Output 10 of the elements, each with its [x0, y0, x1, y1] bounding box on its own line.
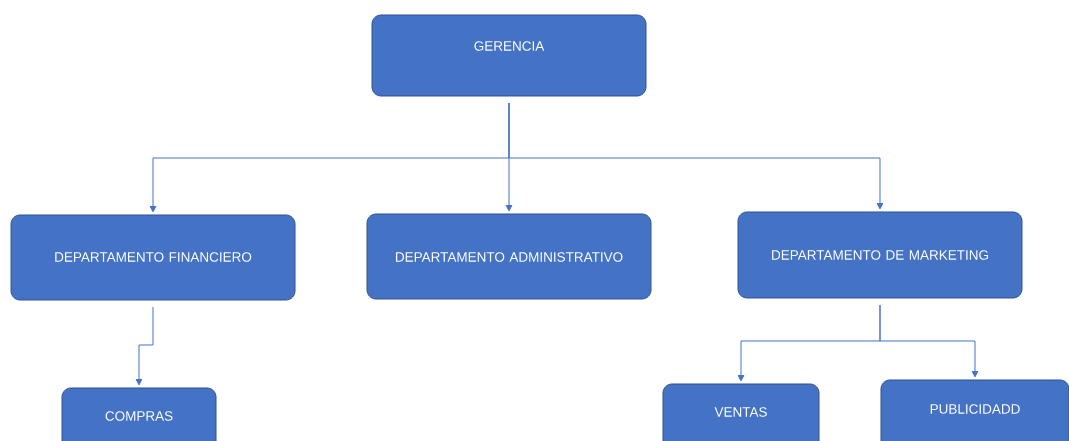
box: COMPRAS — [61, 387, 217, 441]
box: PUBLICIDADD — [880, 379, 1069, 441]
box: DEPARTAMENTO FINANCIERO — [10, 214, 296, 301]
box: DEPARTAMENTO ADMINISTRATIVO — [366, 213, 652, 300]
box: GERENCIA — [371, 14, 647, 97]
connector-arrow — [135, 306, 154, 386]
connector-arrow — [508, 102, 884, 210]
box: VENTAS — [662, 383, 820, 441]
connector-arrow — [879, 304, 979, 378]
box: DEPARTAMENTO DE MARKETING — [737, 211, 1023, 299]
